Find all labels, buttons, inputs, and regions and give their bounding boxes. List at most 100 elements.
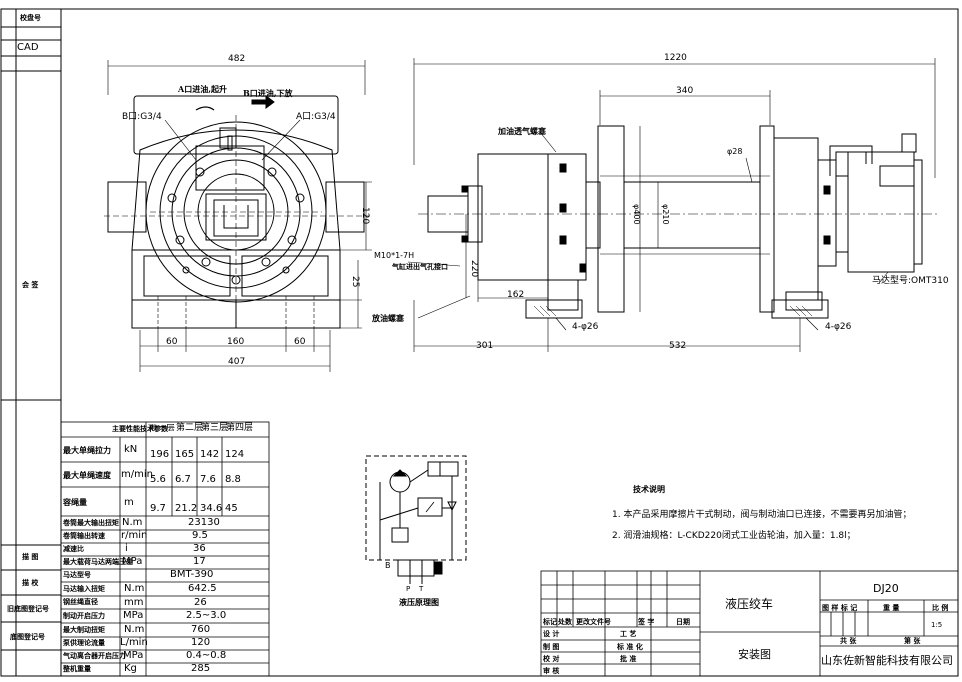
scale-label: 比 例 — [932, 603, 949, 612]
hyd-port-p: P — [406, 585, 411, 593]
port-b-inlet-label: B口进油,下放 — [243, 88, 293, 98]
spec-unit: MPa — [123, 650, 144, 661]
drawing-number: DJ20 — [873, 582, 899, 595]
spec-layer-value: 8.8 — [225, 474, 241, 485]
archive-no-label: 校盘号 — [20, 13, 41, 22]
spec-label: 减速比 — [63, 544, 84, 553]
spec-label: 马达型号 — [63, 570, 91, 579]
spec-unit: N.m — [122, 517, 143, 528]
dia-400-label: φ400 — [632, 204, 641, 225]
sheets-total-label: 共 张 — [840, 636, 857, 645]
spec-value: 26 — [194, 597, 207, 608]
hyd-port-b: B — [385, 561, 391, 570]
fill-plug-label: 加油透气螺塞 — [498, 126, 546, 136]
spec-value: 642.5 — [188, 583, 217, 594]
spec-value: 23130 — [188, 517, 220, 528]
spec-label: 整机重量 — [63, 664, 91, 673]
dim-25: 25 — [350, 276, 360, 288]
spec-label: 气动离合器开启压力 — [63, 651, 126, 660]
dim-drum-length: 340 — [676, 86, 694, 96]
spec-label: 最大单绳拉力 — [63, 445, 111, 455]
spec-layer-value: 45 — [225, 503, 238, 514]
notes-line-2: 2. 润滑油规格：L-CKD220闭式工业齿轮油，加入量：1.8l； — [612, 531, 856, 541]
approve-label: 批 准 — [620, 654, 637, 663]
dim-162: 162 — [507, 290, 525, 300]
spec-unit: MPa — [123, 610, 144, 621]
spec-unit: MPa — [122, 556, 143, 567]
spec-unit: L/min — [120, 637, 148, 648]
spec-label: 卷筒输出转速 — [63, 531, 105, 540]
dim-overall-length: 1220 — [664, 53, 687, 63]
checker-label: 校 对 — [543, 654, 560, 663]
spec-label: 卷筒最大输出扭矩 — [63, 518, 119, 527]
sheet-border — [0, 8, 959, 677]
sheet-no-label: 第 张 — [904, 636, 921, 645]
spec-value: 17 — [193, 556, 206, 567]
spec-value: 285 — [191, 663, 211, 674]
port-a-size-label: A口:G3/4 — [296, 112, 336, 122]
spec-table-title: 主要性能技术参数 — [112, 424, 168, 433]
signature-label: 会 签 — [22, 280, 39, 289]
spec-unit: mm — [124, 597, 144, 608]
spec-unit: N.m — [124, 624, 145, 635]
spec-value: 760 — [191, 624, 211, 635]
spec-label: 钢丝绳直径 — [63, 597, 98, 606]
port-b-size-label: B口:G3/4 — [122, 112, 162, 122]
spec-unit: r/min — [121, 530, 148, 541]
spec-value: 2.5~3.0 — [186, 610, 227, 621]
date-label: 日期 — [676, 617, 690, 626]
dim-60-right: 60 — [294, 337, 306, 347]
craft-label: 工 艺 — [620, 629, 637, 638]
check-label: 描 校 — [22, 578, 39, 587]
spec-table-grid — [60, 421, 270, 677]
hyd-port-a: A — [437, 561, 443, 570]
brake-port-thread-label: M10*1-7H — [374, 251, 415, 260]
spec-layer-value: 196 — [150, 449, 170, 460]
spec-value: 9.5 — [192, 530, 208, 541]
port-a-inlet-label: A口进油,起升 — [178, 84, 227, 94]
spec-unit: m — [124, 497, 134, 508]
weight-label: 重 量 — [883, 603, 900, 612]
hydraulic-schematic — [365, 455, 467, 584]
sign-label: 签 字 — [638, 617, 655, 626]
qty-label: 处数 — [558, 617, 572, 626]
spec-layer-value: 142 — [200, 449, 220, 460]
layer-header-4: 第四层 — [226, 423, 254, 433]
dim-160: 160 — [227, 337, 245, 347]
old-base-reg-label: 旧底图登记号 — [7, 604, 49, 613]
standard-label: 标 准 化 — [617, 642, 643, 651]
spec-unit: N.m — [124, 583, 145, 594]
dim-width-top: 482 — [228, 54, 246, 64]
layer-header-2: 第二层 — [176, 423, 204, 433]
spec-layer-value: 7.6 — [200, 474, 216, 485]
draw-label: 制 图 — [543, 642, 560, 651]
spec-layer-value: 165 — [175, 449, 195, 460]
drain-plug-label: 放油螺塞 — [372, 313, 404, 323]
spec-layer-value: 34.6 — [200, 503, 223, 514]
spec-value: BMT-390 — [170, 569, 214, 580]
notes-line-1: 1. 本产品采用摩擦片干式制动，阀与制动油口已连接，不需要再另加油管； — [612, 510, 912, 520]
dim-width-bottom: 407 — [228, 357, 246, 367]
dim-120: 120 — [360, 207, 370, 225]
stage-mark-label: 图 样 标 记 — [822, 603, 858, 612]
title-block-grid — [540, 570, 959, 677]
scale-value: 1:5 — [931, 621, 943, 629]
dia-210-label: φ210 — [661, 204, 670, 225]
motor-model-label: 马达型号:OMT310 — [872, 276, 949, 286]
spec-label: 容绳量 — [63, 497, 87, 507]
holes-left-label: 4-φ26 — [572, 322, 599, 332]
spec-layer-value: 9.7 — [150, 503, 166, 514]
spec-value: 36 — [193, 543, 206, 554]
side-view — [407, 58, 940, 352]
dim-532: 532 — [669, 341, 687, 351]
review-label: 审 核 — [543, 666, 560, 675]
hydraulic-caption: 液压原理图 — [399, 597, 439, 607]
layer-header-3: 第三层 — [201, 423, 229, 433]
spec-label: 马达输入扭矩 — [63, 584, 105, 593]
mark-label: 标记 — [543, 617, 557, 626]
spec-label: 最大制动扭矩 — [63, 625, 105, 634]
product-name: 液压绞车 — [725, 597, 774, 611]
spec-label: 泵供理论流量 — [63, 638, 105, 647]
spec-unit: Kg — [124, 663, 137, 674]
spec-layer-value: 21.2 — [175, 503, 198, 514]
